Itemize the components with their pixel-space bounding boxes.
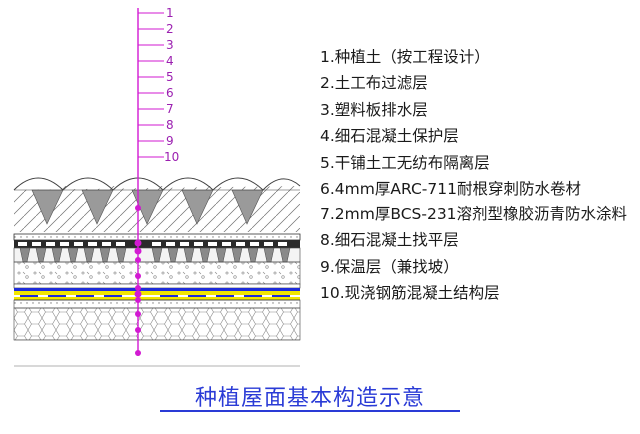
layer-drainage-board [13, 240, 301, 263]
legend-item-9: 9.保温层（兼找坡） [320, 257, 459, 276]
leader-number-7: 7 [166, 102, 174, 116]
legend-item-1: 1.种植土（按工程设计） [320, 48, 490, 66]
layer-structural-slab [14, 339, 300, 367]
leader-number-8: 8 [166, 118, 174, 132]
layer-waterproofing [13, 283, 301, 301]
leader-number-5: 5 [166, 70, 174, 84]
leader-number-1: 1 [166, 6, 174, 20]
legend-item-10: 10.现浇钢筋混凝土结构层 [320, 284, 500, 303]
title-underline [160, 410, 460, 412]
layer-protection-concrete [13, 261, 301, 285]
leader-number-2: 2 [166, 22, 174, 36]
leader-line [134, 8, 164, 356]
legend-item-4: 4.细石混凝土保护层 [320, 127, 459, 146]
legend-item-8: 8.细石混凝土找平层 [320, 231, 459, 250]
leader-number-6: 6 [166, 86, 174, 100]
leader-number-10: 10 [164, 150, 179, 164]
layer-filter-fabric [13, 233, 301, 241]
legend-item-5: 5.干铺土工无纺布隔离层 [320, 153, 490, 172]
leader-numbers: 1 2 3 4 5 6 7 8 9 10 [164, 6, 179, 164]
leader-number-3: 3 [166, 38, 174, 52]
layer-legend: 1.种植土（按工程设计） 2.土工布过滤层 3.塑料板排水层 4.细石混凝土保护… [320, 44, 632, 307]
layer-insulation [13, 307, 301, 341]
leader-number-4: 4 [166, 54, 174, 68]
legend-item-3: 3.塑料板排水层 [320, 100, 428, 119]
legend-item-2: 2.土工布过滤层 [320, 74, 428, 93]
layer-planting-soil [13, 177, 301, 232]
diagram-title: 种植屋面基本构造示意 [194, 386, 425, 411]
legend-item-7: 7.2mm厚BCS-231溶剂型橡胶沥青防水涂料 [320, 205, 628, 224]
legend-item-6: 6.4mm厚ARC-711耐根穿刺防水卷材 [320, 180, 581, 199]
leader-number-9: 9 [166, 134, 174, 148]
layer-levelling [13, 299, 301, 309]
